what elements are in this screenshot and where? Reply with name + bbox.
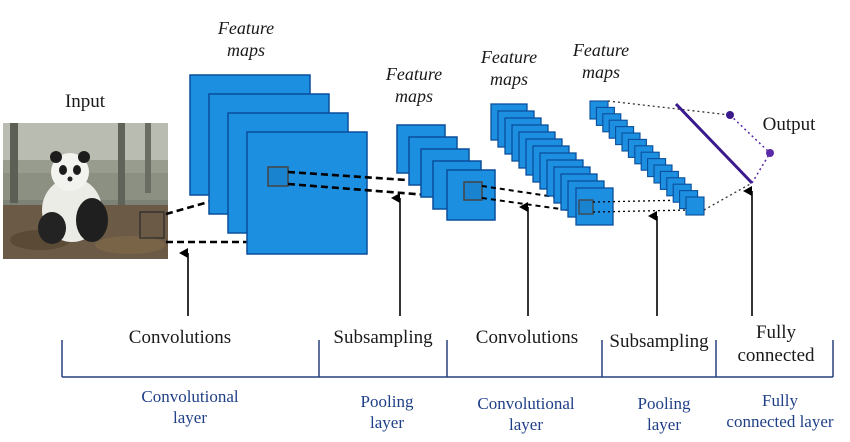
conv1-feature-maps [189,74,368,255]
feature-maps-label-1: Feature maps [217,18,274,60]
feature-maps-2-line1: Feature [385,64,442,84]
pool2-feature-maps [589,100,705,216]
operation-convolutions-2: Convolutions [476,327,578,348]
feature-maps-label-3: Feature maps [480,47,537,89]
feature-maps-1-line2: maps [227,40,265,60]
feature-maps-1-line1: Feature [217,18,274,38]
stage-arrows [179,186,753,316]
feature-maps-2-line2: maps [395,86,433,106]
pool2-slice [685,196,705,216]
layer-convolutional-1-line2: layer [173,408,207,427]
operation-subsampling-1: Subsampling [333,327,433,348]
operation-convolutions-1: Convolutions [129,327,231,348]
feature-maps-label-2: Feature maps [385,64,442,106]
feature-maps-4-line1: Feature [572,40,629,60]
feature-maps-label-4: Feature maps [572,40,629,82]
conv2-feature-maps [490,103,614,226]
layer-pooling-1-line1: Pooling [361,392,414,411]
layer-pooling-2-line2: layer [647,415,681,434]
layer-bracket [61,340,834,378]
layer-pooling-1-line2: layer [370,413,404,432]
pool1-feature-maps [396,124,496,221]
output-node-2 [766,149,774,157]
layer-convolutional-1-line1: Convolutional [141,387,239,406]
output-label: Output [763,114,817,135]
operation-subsampling-2: Subsampling [609,331,709,352]
feature-maps-3-line2: maps [490,69,528,89]
layer-convolutional-2-line1: Convolutional [477,394,575,413]
input-label: Input [65,91,106,112]
layer-pooling-2-line1: Pooling [638,394,691,413]
feature-maps-3-line1: Feature [480,47,537,67]
layer-convolutional-2-line2: layer [509,415,543,434]
layer-fully-connected-line1: Fully [762,391,798,410]
layer-fully-connected-line2: connected layer [726,412,833,431]
operation-fully-connected-line2: connected [737,345,815,366]
feature-maps-4-line2: maps [582,62,620,82]
input-image [3,123,168,259]
output-node-1 [726,111,734,119]
operation-fully-connected-line1: Fully [756,322,797,343]
